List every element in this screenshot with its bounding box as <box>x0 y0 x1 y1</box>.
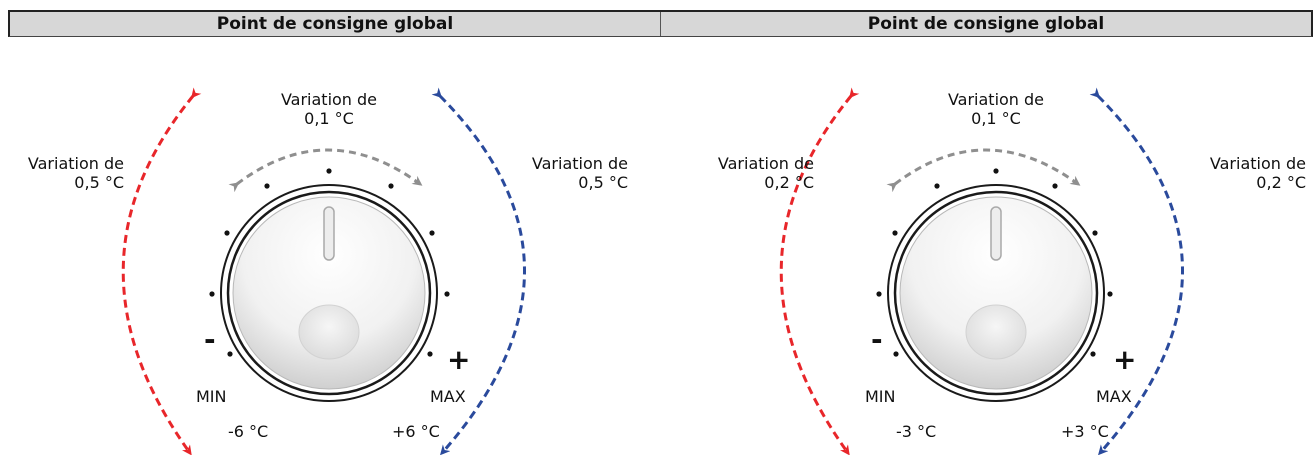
max-label: MAX <box>430 387 466 406</box>
knob <box>887 184 1105 402</box>
blue-double-arrow <box>431 87 526 455</box>
min-label: MIN <box>196 387 227 406</box>
max-value: +3 °C <box>1061 422 1109 441</box>
right-variation-label: Variation de 0,5 °C <box>531 154 628 192</box>
dial-diagram-left <box>121 87 526 455</box>
dial-diagram-right <box>779 87 1184 455</box>
red-double-arrow <box>121 87 202 455</box>
setpoint-panel-right: Variation de 0,1 °C Variation de 0,2 °C … <box>658 40 1315 455</box>
left-variation-label: Variation de 0,5 °C <box>27 154 124 192</box>
min-value: -6 °C <box>228 422 269 441</box>
setpoint-panel-left: Variation de 0,1 °C Variation de 0,5 °C … <box>0 40 657 455</box>
minus-sign: - <box>204 323 216 356</box>
tick-dots <box>876 168 1113 357</box>
minus-sign: - <box>871 323 883 356</box>
right-variation-label: Variation de 0,2 °C <box>1209 154 1306 192</box>
knob-indicator <box>323 206 335 261</box>
header-title-left: Point de consigne global <box>216 14 454 34</box>
gray-double-arrow <box>228 148 423 193</box>
top-variation-label: Variation de 0,1 °C <box>947 90 1045 128</box>
max-value: +6 °C <box>392 422 440 441</box>
max-label: MAX <box>1096 387 1132 406</box>
min-value: -3 °C <box>896 422 937 441</box>
red-double-arrow <box>779 87 860 455</box>
blue-double-arrow <box>1089 87 1184 455</box>
knob <box>220 184 438 402</box>
plus-sign: + <box>1113 343 1137 376</box>
header-title-right: Point de consigne global <box>660 12 1311 36</box>
left-variation-label: Variation de 0,2 °C <box>717 154 814 192</box>
knob-indicator <box>990 206 1002 261</box>
top-variation-label: Variation de 0,1 °C <box>280 90 378 128</box>
gray-double-arrow <box>886 148 1081 193</box>
tick-dots <box>209 168 450 357</box>
min-label: MIN <box>865 387 896 406</box>
header-bar: Point de consigne global Point de consig… <box>8 10 1313 37</box>
plus-sign: + <box>447 343 471 376</box>
